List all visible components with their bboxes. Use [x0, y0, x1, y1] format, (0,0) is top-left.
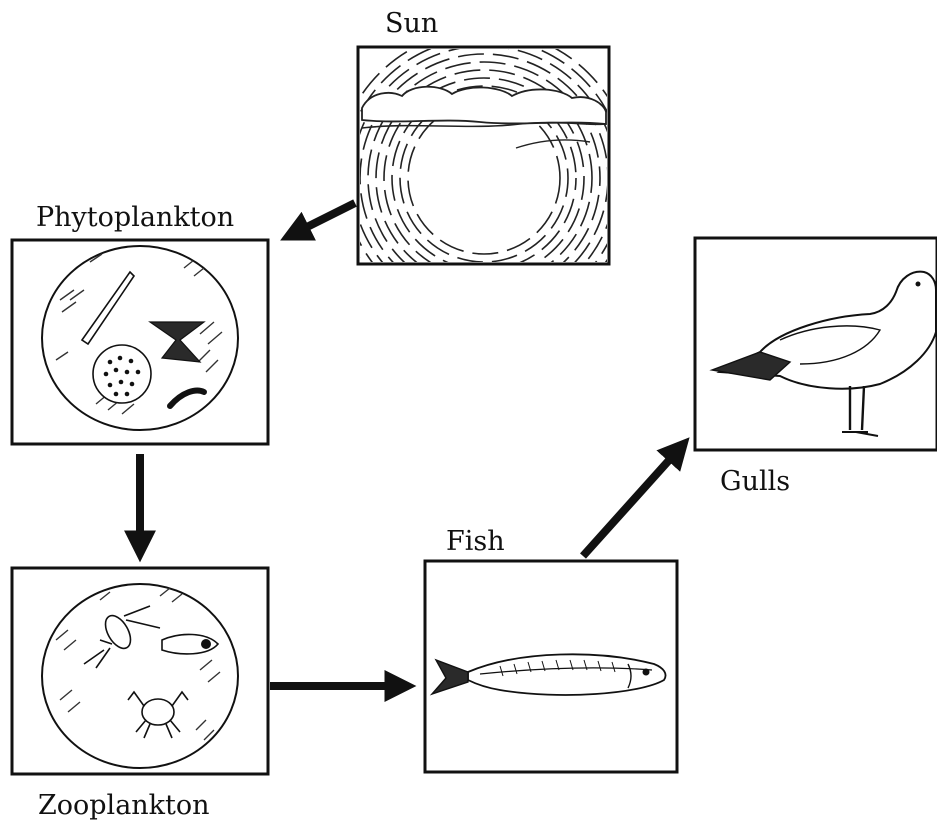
arrow-sun-to-phytoplankton: [293, 203, 355, 234]
fish-panel: [425, 561, 677, 772]
fish-label: Fish: [446, 528, 505, 555]
zooplankton-panel: [12, 568, 268, 774]
phytoplankton-dish: [42, 246, 238, 430]
sun-label: Sun: [385, 10, 438, 37]
phytoplankton-panel: [12, 240, 268, 444]
gulls-label: Gulls: [720, 468, 790, 495]
zooplankton-dish: [42, 584, 238, 768]
phytoplankton-label: Phytoplankton: [36, 204, 234, 231]
zooplankton-label: Zooplankton: [38, 792, 210, 819]
colony-shape: [93, 345, 151, 403]
arrow-fish-to-gulls: [583, 448, 680, 556]
sun-panel: [336, 30, 632, 326]
gulls-panel: [695, 238, 937, 450]
